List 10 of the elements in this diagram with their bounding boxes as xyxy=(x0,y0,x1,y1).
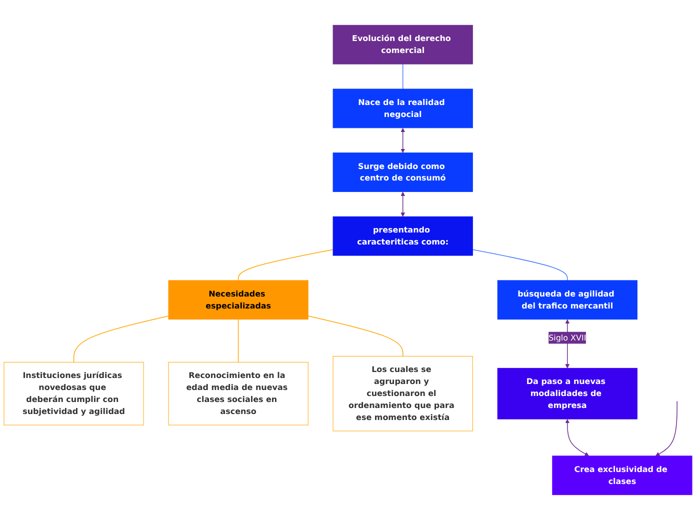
connector xyxy=(472,249,568,281)
arrow xyxy=(400,128,406,153)
arrow xyxy=(400,192,406,217)
arrow xyxy=(655,400,678,456)
connector xyxy=(238,318,239,363)
arrow xyxy=(565,419,589,456)
connector xyxy=(73,316,169,363)
connector xyxy=(402,64,404,90)
connector xyxy=(238,249,334,281)
connector xyxy=(308,316,404,357)
